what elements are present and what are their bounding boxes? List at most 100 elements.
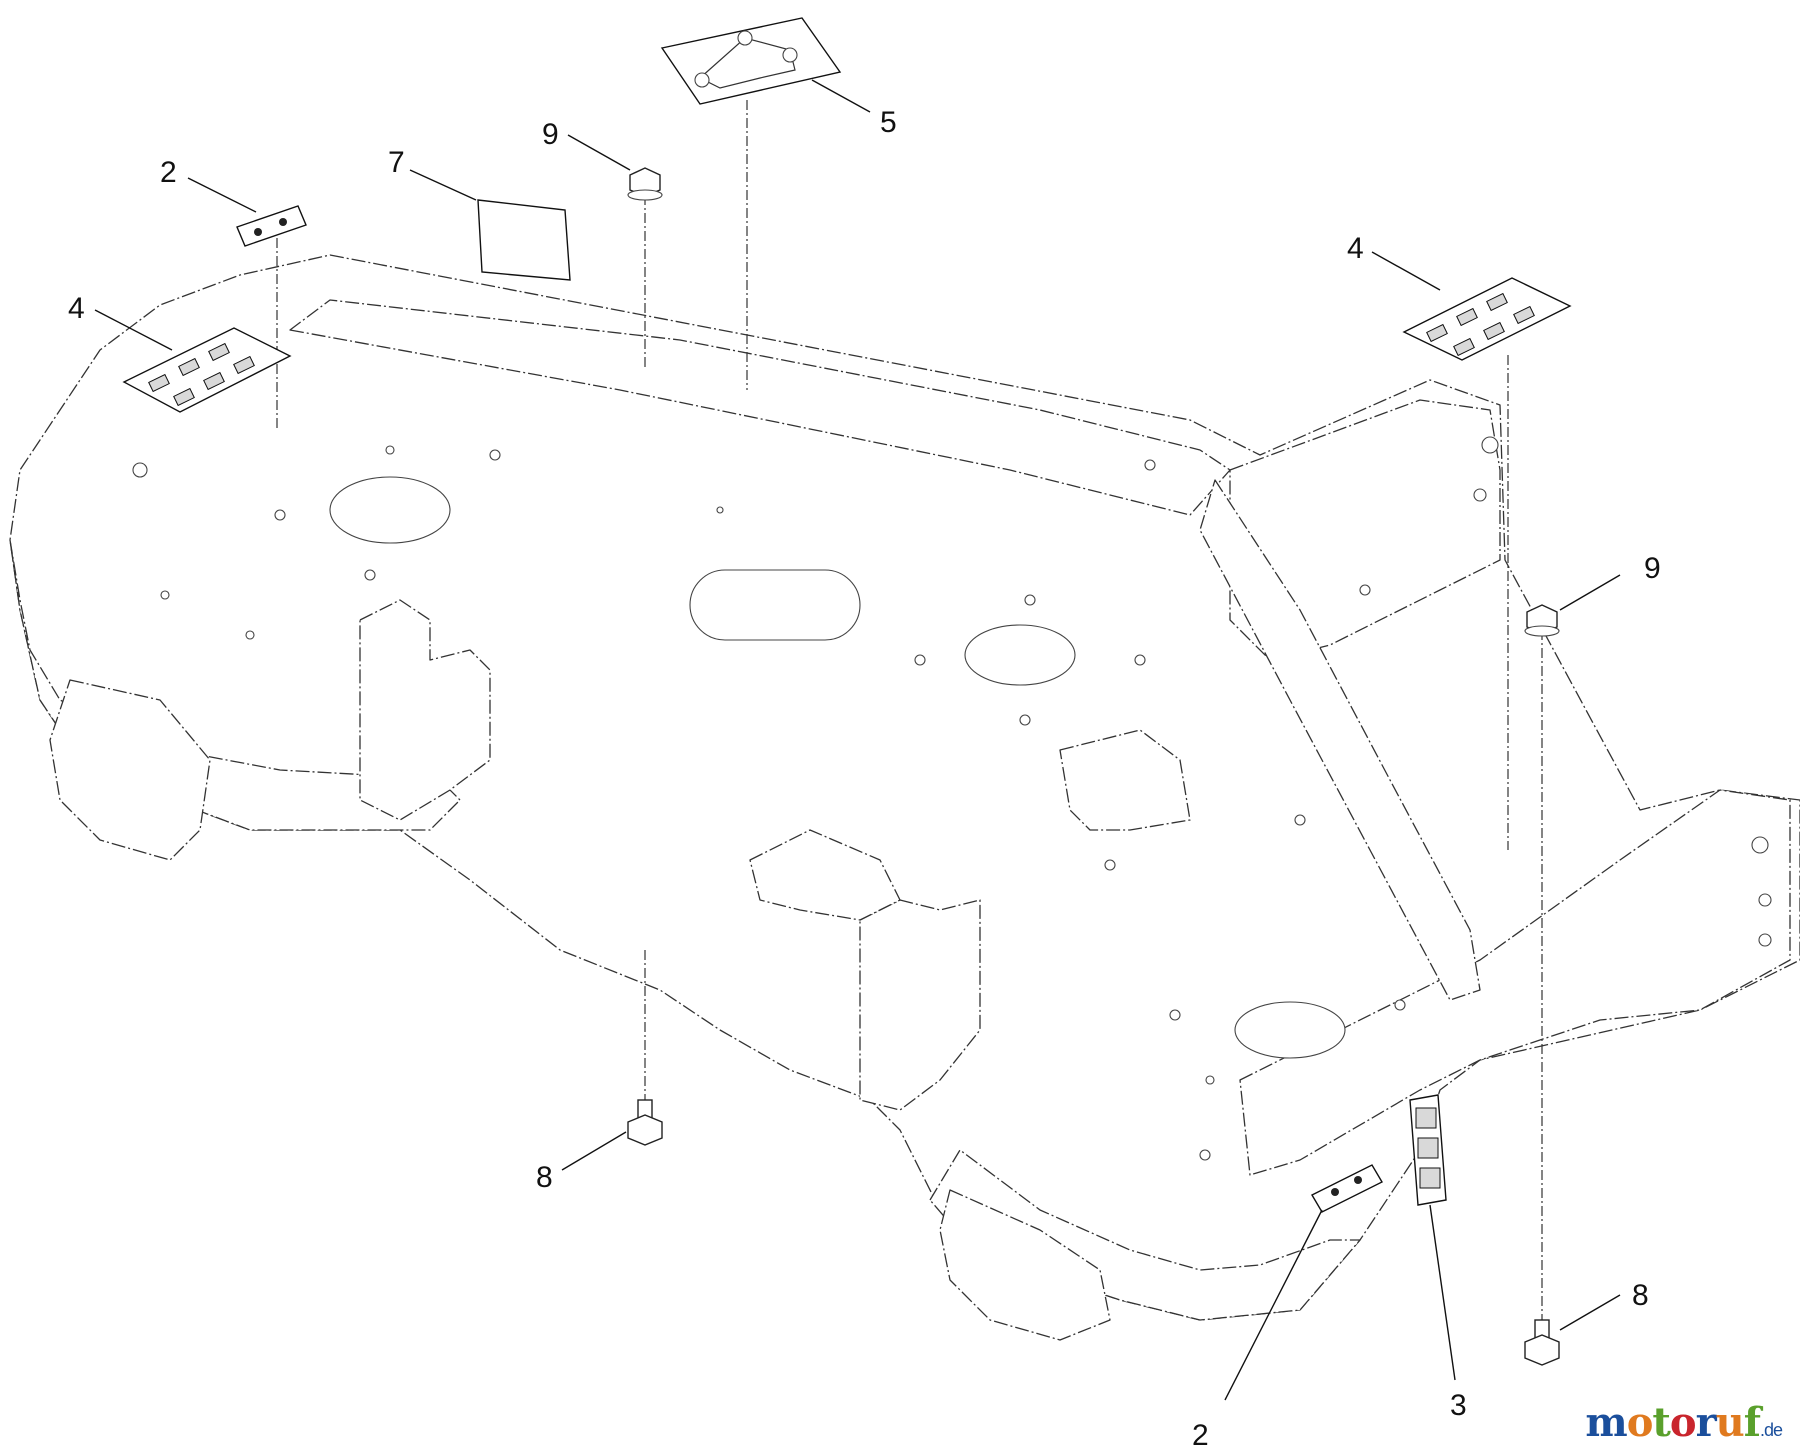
safety-decal-right	[1402, 277, 1572, 361]
watermark-letter: o	[1669, 1399, 1697, 1446]
decal-2-top-left	[236, 205, 307, 247]
watermark-letter: t	[1652, 1399, 1671, 1446]
pulley-mark	[782, 47, 798, 63]
hole	[364, 569, 376, 581]
center-spindle-opening	[964, 624, 1076, 686]
hole	[489, 449, 501, 461]
deck-front-skirt	[929, 1149, 1361, 1321]
nut-9-left	[627, 167, 663, 201]
deck-front-frame	[1239, 789, 1791, 1176]
safety-pictogram	[1513, 305, 1535, 325]
leader-lines	[94, 79, 1621, 1401]
hole	[1199, 1149, 1211, 1161]
hole	[385, 445, 395, 455]
hole	[1024, 594, 1036, 606]
safety-pictogram	[148, 373, 170, 393]
safety-decal-left	[122, 327, 292, 413]
safety-pictogram	[233, 355, 255, 375]
leader-8-left	[561, 1131, 627, 1171]
callout-8-left: 8	[536, 1161, 553, 1194]
callout-3: 3	[1450, 1389, 1467, 1422]
callout-9-left: 9	[542, 118, 559, 151]
decal-7-blank	[477, 199, 571, 281]
pulley-mark	[694, 72, 710, 88]
hole	[1169, 1009, 1181, 1021]
hole	[1134, 654, 1146, 666]
hole	[1205, 1075, 1215, 1085]
leader-4-right	[1371, 251, 1441, 291]
leader-9-left	[567, 134, 631, 171]
hole	[1144, 459, 1156, 471]
leader-5	[811, 79, 871, 113]
hole	[1104, 859, 1116, 871]
nut-9-right	[1524, 604, 1560, 637]
left-mount-bracket	[359, 599, 491, 821]
safety-pictogram	[173, 387, 195, 407]
leader-4-left	[94, 309, 173, 351]
warning-mark	[1354, 1176, 1362, 1184]
belt-routing-decal	[660, 17, 842, 105]
safety-pictogram	[208, 342, 230, 362]
leader-7	[409, 169, 477, 201]
safety-pictogram	[1456, 307, 1478, 327]
hole	[914, 654, 926, 666]
decal-4-left	[122, 327, 292, 413]
watermark-letter: u	[1715, 1399, 1745, 1446]
pulley-mark	[737, 30, 753, 46]
blank-decal	[477, 199, 571, 281]
callout-2-front: 2	[1192, 1419, 1209, 1452]
watermark-letter: o	[1626, 1399, 1654, 1446]
safety-pictogram	[1486, 292, 1508, 312]
left-deflector-tab	[49, 679, 211, 861]
leader-8-right	[1559, 1294, 1621, 1331]
safety-pictogram	[1483, 321, 1505, 341]
decal-4-right	[1402, 277, 1572, 361]
callout-9-right: 9	[1644, 552, 1661, 585]
bolt-head	[1524, 1334, 1560, 1366]
callout-5: 5	[880, 106, 897, 139]
decal-5-belt-routing	[660, 17, 842, 105]
leader-2-top	[187, 177, 257, 213]
idler-plate-left	[749, 829, 901, 921]
safety-pictogram	[1453, 337, 1475, 357]
watermark-letter: m	[1585, 1399, 1627, 1446]
front-deflector-tab	[939, 1189, 1111, 1341]
hole	[1359, 584, 1371, 596]
safety-pictogram	[1426, 323, 1448, 343]
watermark-letter: r	[1695, 1399, 1717, 1446]
mower-deck	[9, 254, 1800, 1341]
warning-mark	[279, 218, 287, 226]
flange-nut-base	[627, 189, 663, 201]
hole	[132, 462, 148, 478]
decal-2-front	[1311, 1164, 1383, 1213]
safety-pictogram	[1417, 1137, 1439, 1159]
flange-nut-base	[1524, 625, 1560, 637]
deck-holes	[132, 436, 1772, 1161]
safety-pictogram	[1415, 1107, 1437, 1129]
decal-3-front	[1409, 1094, 1447, 1206]
safety-pictogram	[178, 357, 200, 377]
hole	[1758, 933, 1772, 947]
hole	[1751, 836, 1769, 854]
center-mount-bracket	[859, 899, 981, 1111]
bolt-8-right	[1524, 1319, 1560, 1366]
hole	[1394, 999, 1406, 1011]
callout-8-right: 8	[1632, 1279, 1649, 1312]
leader-9-right	[1559, 574, 1621, 611]
watermark-logo: motoruf.de	[1585, 1399, 1783, 1446]
deck-side-tube	[1199, 479, 1481, 1001]
callout-2-top: 2	[160, 156, 177, 189]
flange-nut	[629, 167, 661, 197]
idler-plate-right	[1059, 729, 1191, 831]
hole	[716, 506, 724, 514]
leader-3	[1429, 1204, 1456, 1381]
deck-right-frame	[1229, 399, 1501, 661]
access-cover-slot	[689, 569, 861, 641]
bolt-head	[627, 1114, 663, 1146]
assembly-center-lines	[276, 100, 1543, 1320]
hole	[245, 630, 255, 640]
callout-7: 7	[388, 146, 405, 179]
callout-4-left: 4	[68, 292, 85, 325]
deck-rear-ridge	[289, 299, 1231, 516]
